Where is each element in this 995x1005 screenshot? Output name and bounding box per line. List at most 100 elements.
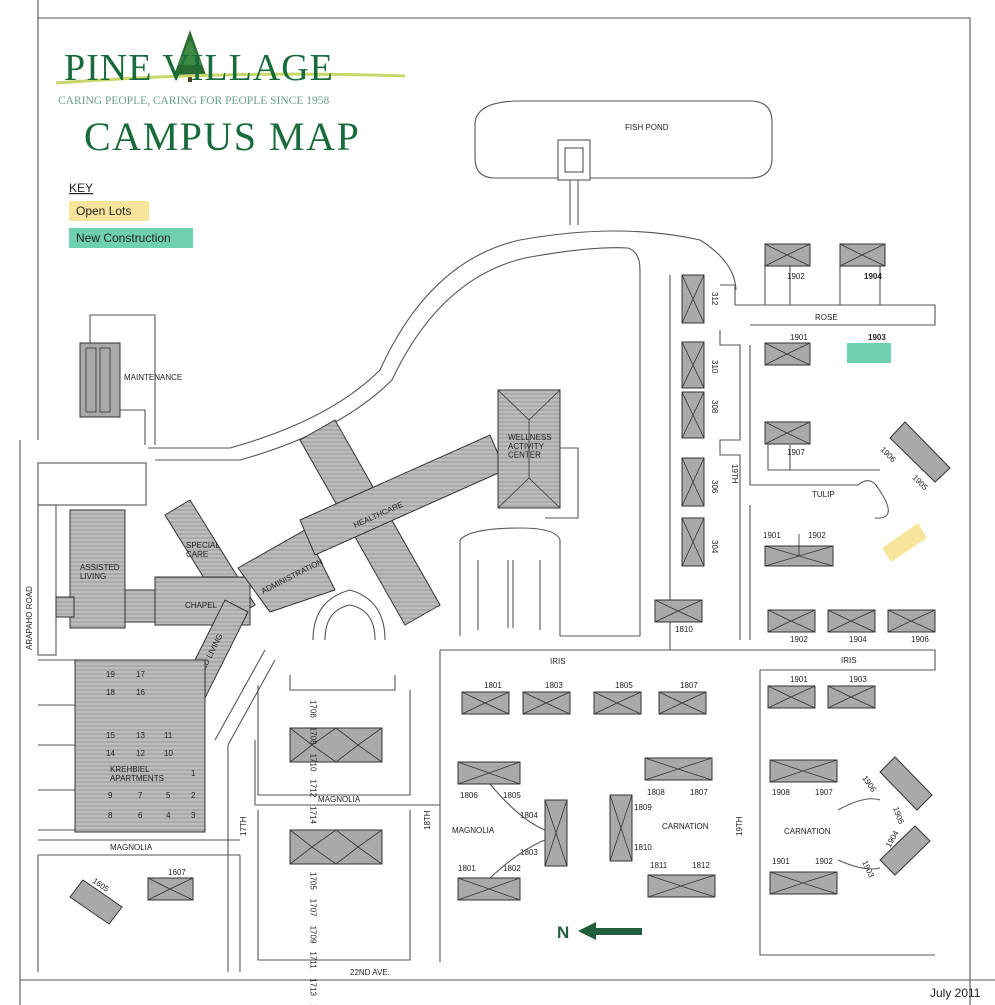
krehbiel-unit-5: 5	[166, 791, 171, 800]
unit-1901-tulip-label: 1901	[763, 531, 781, 540]
iris-label-east: IRIS	[841, 656, 857, 665]
krehbiel-unit-17: 17	[136, 670, 145, 679]
unit-1901-iris-label: 1901	[790, 675, 808, 684]
unit-1901-rose-label: 1901	[790, 333, 808, 342]
north-arrow-label: N	[557, 923, 569, 942]
krehbiel-unit-18: 18	[106, 688, 115, 697]
tagline: CARING PEOPLE, CARING FOR PEOPLE SINCE 1…	[58, 95, 329, 107]
north-units-column: 312 310 308 306 304 19TH	[669, 274, 750, 650]
assisted-living-west	[69, 509, 126, 629]
magnolia-south-road	[37, 839, 241, 972]
unit-1809-label: 1809	[634, 803, 652, 812]
unit-1812-label: 1812	[692, 861, 710, 870]
unit-312-label: 312	[710, 292, 719, 306]
administration	[237, 529, 336, 613]
unit-1904-iris-label: 1904	[849, 635, 867, 644]
unit-1805-label: 1805	[503, 791, 521, 800]
unit-1906-carnation-label: 1906	[860, 774, 878, 794]
unit-304-label: 304	[710, 540, 719, 554]
unit-1908-label: 1908	[772, 788, 790, 797]
krehbiel-unit-7: 7	[138, 791, 143, 800]
krehbiel-unit-10: 10	[164, 749, 173, 758]
unit-1803-iris-label: 1803	[545, 681, 563, 690]
unit-1906-iris-label: 1906	[911, 635, 929, 644]
krehbiel-unit-1: 1	[191, 769, 196, 778]
campus-boundary	[37, 0, 971, 1005]
unit-1802-mag-label: 1802	[503, 864, 521, 873]
magnolia-south-building	[289, 829, 383, 865]
unit-1803-label: 1803	[520, 848, 538, 857]
krehbiel-unit-19: 19	[106, 670, 115, 679]
krehbiel-building	[74, 659, 206, 833]
unit-1903-rose-label: 1903	[868, 333, 886, 342]
unit-1801-mag-label: 1801	[458, 864, 476, 873]
18th-label: 18TH	[423, 810, 432, 830]
krehbiel-unit-4: 4	[166, 811, 171, 820]
unit-1907-carnation-label: 1907	[815, 788, 833, 797]
logo: PINE VILLAGE CARING PEOPLE, CARING FOR P…	[55, 30, 406, 159]
22nd-ave-label: 22ND AVE.	[350, 968, 390, 977]
rose-label: ROSE	[815, 313, 838, 322]
krehbiel-unit-8: 8	[108, 811, 113, 820]
magnolia-1800-cluster: 1806 1805 1804 1803 MAGNOLIA 1801 1802	[452, 761, 568, 901]
chapel-label: CHAPEL	[185, 601, 218, 610]
logo-swoosh	[55, 72, 406, 85]
magnolia-south-units-label: 170517071709171117131715	[309, 872, 318, 1005]
unit-1801-iris-label: 1801	[484, 681, 502, 690]
west-boundary	[19, 18, 39, 1005]
open-lots-label: Open Lots	[76, 204, 131, 218]
iris-label-west: IRIS	[550, 657, 566, 666]
key-heading: KEY	[69, 181, 93, 195]
unit-1605	[69, 879, 123, 925]
page-title: CAMPUS MAP	[84, 114, 360, 159]
unit-1807-label: 1807	[690, 788, 708, 797]
unit-1901-carnation-label: 1901	[772, 857, 790, 866]
tulip-label: TULIP	[812, 490, 835, 499]
new-construction-label: New Construction	[76, 231, 171, 245]
unit-1903-rose-new	[847, 343, 891, 363]
unit-1907-tulip-label: 1907	[787, 448, 805, 457]
unit-1905-1906-tulip	[889, 421, 951, 483]
unit-1902-iris-label: 1902	[790, 635, 808, 644]
map-key: KEY Open Lots New Construction	[69, 181, 193, 248]
magnolia-east-label: MAGNOLIA	[452, 826, 495, 835]
magnolia-mid-label: MAGNOLIA	[318, 795, 361, 804]
carnation-1800-cluster: 1808 1807 1809 1810 CARNATION 1811 1812	[609, 757, 716, 898]
magnolia-north-building	[289, 727, 383, 763]
fish-pond-label: FISH POND	[625, 123, 669, 132]
magnolia-1700-block: 170617081710171217141716 MAGNOLIA 170517…	[257, 675, 411, 1005]
19th-label-north: 19TH	[730, 464, 739, 484]
parking-lot	[459, 527, 561, 636]
krehbiel-unit-11: 11	[164, 731, 173, 740]
arapaho-road-label: ARAPAHO ROAD	[25, 586, 34, 650]
unit-1903-iris-label: 1903	[849, 675, 867, 684]
unit-310-label: 310	[710, 360, 719, 374]
rose-street: 1902 1904 ROSE 1901 1903	[750, 243, 936, 366]
17th-street	[214, 649, 440, 972]
krehbiel-unit-9: 9	[108, 791, 113, 800]
unit-1607-label: 1607	[168, 868, 186, 877]
krehbiel-unit-13: 13	[136, 731, 145, 740]
krehbiel-unit-14: 14	[106, 749, 115, 758]
magnolia-south-label: MAGNOLIA	[110, 843, 153, 852]
open-lots-swatch	[69, 201, 149, 221]
unit-1904-rose-label: 1904	[864, 272, 882, 281]
unit-1905-tulip-label: 1905	[911, 473, 930, 492]
parking-rows	[477, 560, 541, 630]
unit-1810-carnation-label: 1810	[634, 843, 652, 852]
fish-pond: FISH POND	[474, 100, 773, 225]
unit-1805-iris-label: 1805	[615, 681, 633, 690]
unit-1807-iris-label: 1807	[680, 681, 698, 690]
maintenance-label: MAINTENANCE	[124, 373, 182, 382]
19th-label-south: 19TH	[735, 816, 744, 836]
pine-tree-icon	[174, 30, 206, 82]
new-construction-swatch	[69, 228, 193, 248]
krehbiel-unit-3: 3	[191, 811, 196, 820]
wellness-activity-center	[497, 389, 561, 509]
open-lot-tulip	[882, 523, 927, 562]
krehbiel-unit-2: 2	[191, 791, 196, 800]
unit-308-label: 308	[710, 400, 719, 414]
